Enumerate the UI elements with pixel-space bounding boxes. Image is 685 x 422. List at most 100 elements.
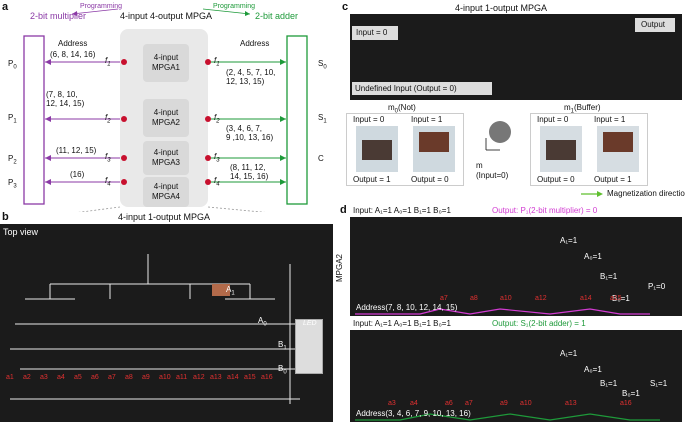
programming-left: Programming <box>80 3 123 10</box>
row1-b0: B₀=1 <box>612 294 630 303</box>
row2-b1: B₁=1 <box>600 379 618 388</box>
leaf-label: a16 <box>261 374 273 381</box>
leaf-label: a12 <box>193 374 205 381</box>
not-frame <box>346 113 464 186</box>
title-2bit-multiplier: 2-bit multiplier <box>30 11 87 21</box>
output-badge <box>635 18 675 32</box>
panel-c-photo: Input = 0 Output Undefined Input (Output… <box>350 14 682 100</box>
row1-leaf: a7 <box>440 295 448 302</box>
output-s1: S1 <box>318 113 327 125</box>
buf-input0: Input = 0 <box>537 115 569 124</box>
m0-not-title: m0(Not) <box>388 103 416 115</box>
row2-leaf: a7 <box>465 400 473 407</box>
leaf-label: a10 <box>159 374 171 381</box>
input0-label: Input = 0 <box>356 28 388 37</box>
leaf-label: a13 <box>210 374 222 381</box>
not-input0: Input = 0 <box>353 115 385 124</box>
address-p3: (16) <box>70 170 85 179</box>
mpga1-module: 4-input MPGA1 <box>143 44 189 82</box>
row2-leaf: a9 <box>500 400 508 407</box>
row1-a1: A₁=1 <box>560 236 578 245</box>
buf-magnet-1 <box>603 132 633 152</box>
panel-c-letter: c <box>342 1 349 13</box>
address-p0: (6, 8, 14, 16) <box>50 50 96 59</box>
buf-output0: Output = 0 <box>537 175 575 184</box>
output-dot-3 <box>205 155 211 161</box>
row2-address: Address(3, 4, 6, 7, 9, 10, 13, 16) <box>356 409 471 418</box>
output-dot-4 <box>205 179 211 185</box>
f2-left: f2 <box>105 113 111 125</box>
input-dot-4 <box>121 179 127 185</box>
center-input0: (Input=0) <box>476 171 509 180</box>
f3-right: f3 <box>214 152 220 164</box>
address-s0: (2, 4, 5, 7, 10, 12, 13, 15) <box>226 68 276 87</box>
node-root <box>212 284 230 296</box>
buffer-frame <box>530 113 648 186</box>
address-p1: (7, 8, 10, 12, 14, 15) <box>46 90 85 109</box>
f1-right: f1 <box>214 56 220 68</box>
output-p3: P3 <box>8 178 17 190</box>
output-dot-1 <box>205 59 211 65</box>
row1-inputs: Input: A₁=1 A₀=1 B₁=1 B₀=1 <box>353 206 451 215</box>
buf-output1: Output = 1 <box>594 175 632 184</box>
row2-leaf: a4 <box>410 400 418 407</box>
mpga2-module: 4-input MPGA2 <box>143 99 189 137</box>
not-input1: Input = 1 <box>411 115 443 124</box>
magnetization-arrow <box>581 191 603 197</box>
panel-d-letter: d <box>340 204 347 216</box>
input-dot-2 <box>121 116 127 122</box>
output-c: C <box>318 154 324 163</box>
output-p0: P0 <box>8 59 17 71</box>
panel-b-title: 4-input 1-output MPGA <box>118 212 211 222</box>
prog-arrow-left <box>71 8 119 15</box>
leaf-label: a9 <box>142 374 150 381</box>
address-right-title: Address <box>240 39 270 48</box>
input-dot-1 <box>121 59 127 65</box>
not-magnet-0 <box>362 140 392 160</box>
leaf-label: a11 <box>176 374 188 381</box>
input0-badge <box>352 26 398 40</box>
input-a1: A1 <box>226 285 235 297</box>
output-label: Output <box>641 20 666 29</box>
mpga3-module: 4-input MPGA3 <box>143 141 189 175</box>
buf-input1: Input = 1 <box>594 115 626 124</box>
programming-right: Programming <box>213 3 256 10</box>
row2-s1-output: S₁=1 <box>650 379 668 388</box>
prog-arrow-right <box>202 8 251 15</box>
magnetization-label: Magnetization direction <box>607 189 685 198</box>
left-bus <box>23 35 45 205</box>
f3-left: f3 <box>105 152 111 164</box>
panel-a-letter: a <box>2 1 9 13</box>
row1-leaf: a15 <box>610 295 622 302</box>
row1-address: Address(7, 8, 10, 12, 14, 15) <box>356 303 458 312</box>
leaf-label: a15 <box>244 374 256 381</box>
not-output1: Output = 1 <box>353 175 391 184</box>
address-left-title: Address <box>58 39 88 48</box>
panel-c-title: 4-input 1-output MPGA <box>455 3 548 13</box>
leaf-label: a4 <box>57 374 65 381</box>
row1-leaf: a12 <box>535 295 547 302</box>
leaf-label: a8 <box>125 374 133 381</box>
row1-b1: B₁=1 <box>600 272 618 281</box>
row2-leaf: a6 <box>445 400 453 407</box>
input-a0: A0 <box>258 316 267 328</box>
leaf-label: a1 <box>6 374 14 381</box>
address-c: (8, 11, 12, 14, 15, 16) <box>230 163 269 182</box>
row1-leaf: a8 <box>470 295 478 302</box>
row2-b0: B₀=1 <box>622 389 640 398</box>
row1-p1-output: P₁=0 <box>648 282 666 291</box>
buf-magnet-0 <box>546 140 576 160</box>
row2-path <box>355 413 660 421</box>
center-m0m1: m <box>476 161 483 170</box>
led-box <box>295 319 323 374</box>
address-p2: (11, 12, 15) <box>56 146 97 155</box>
leaf-label: a7 <box>108 374 116 381</box>
output-p1: P1 <box>8 113 17 125</box>
output-dot-2 <box>205 116 211 122</box>
top-view-label: Top view <box>3 227 39 237</box>
row2-output: Output: S₁(2-bit adder) = 1 <box>492 319 586 328</box>
panel-b-tree <box>10 254 300 404</box>
row1-path <box>355 308 650 315</box>
f2-right: f2 <box>214 113 220 125</box>
